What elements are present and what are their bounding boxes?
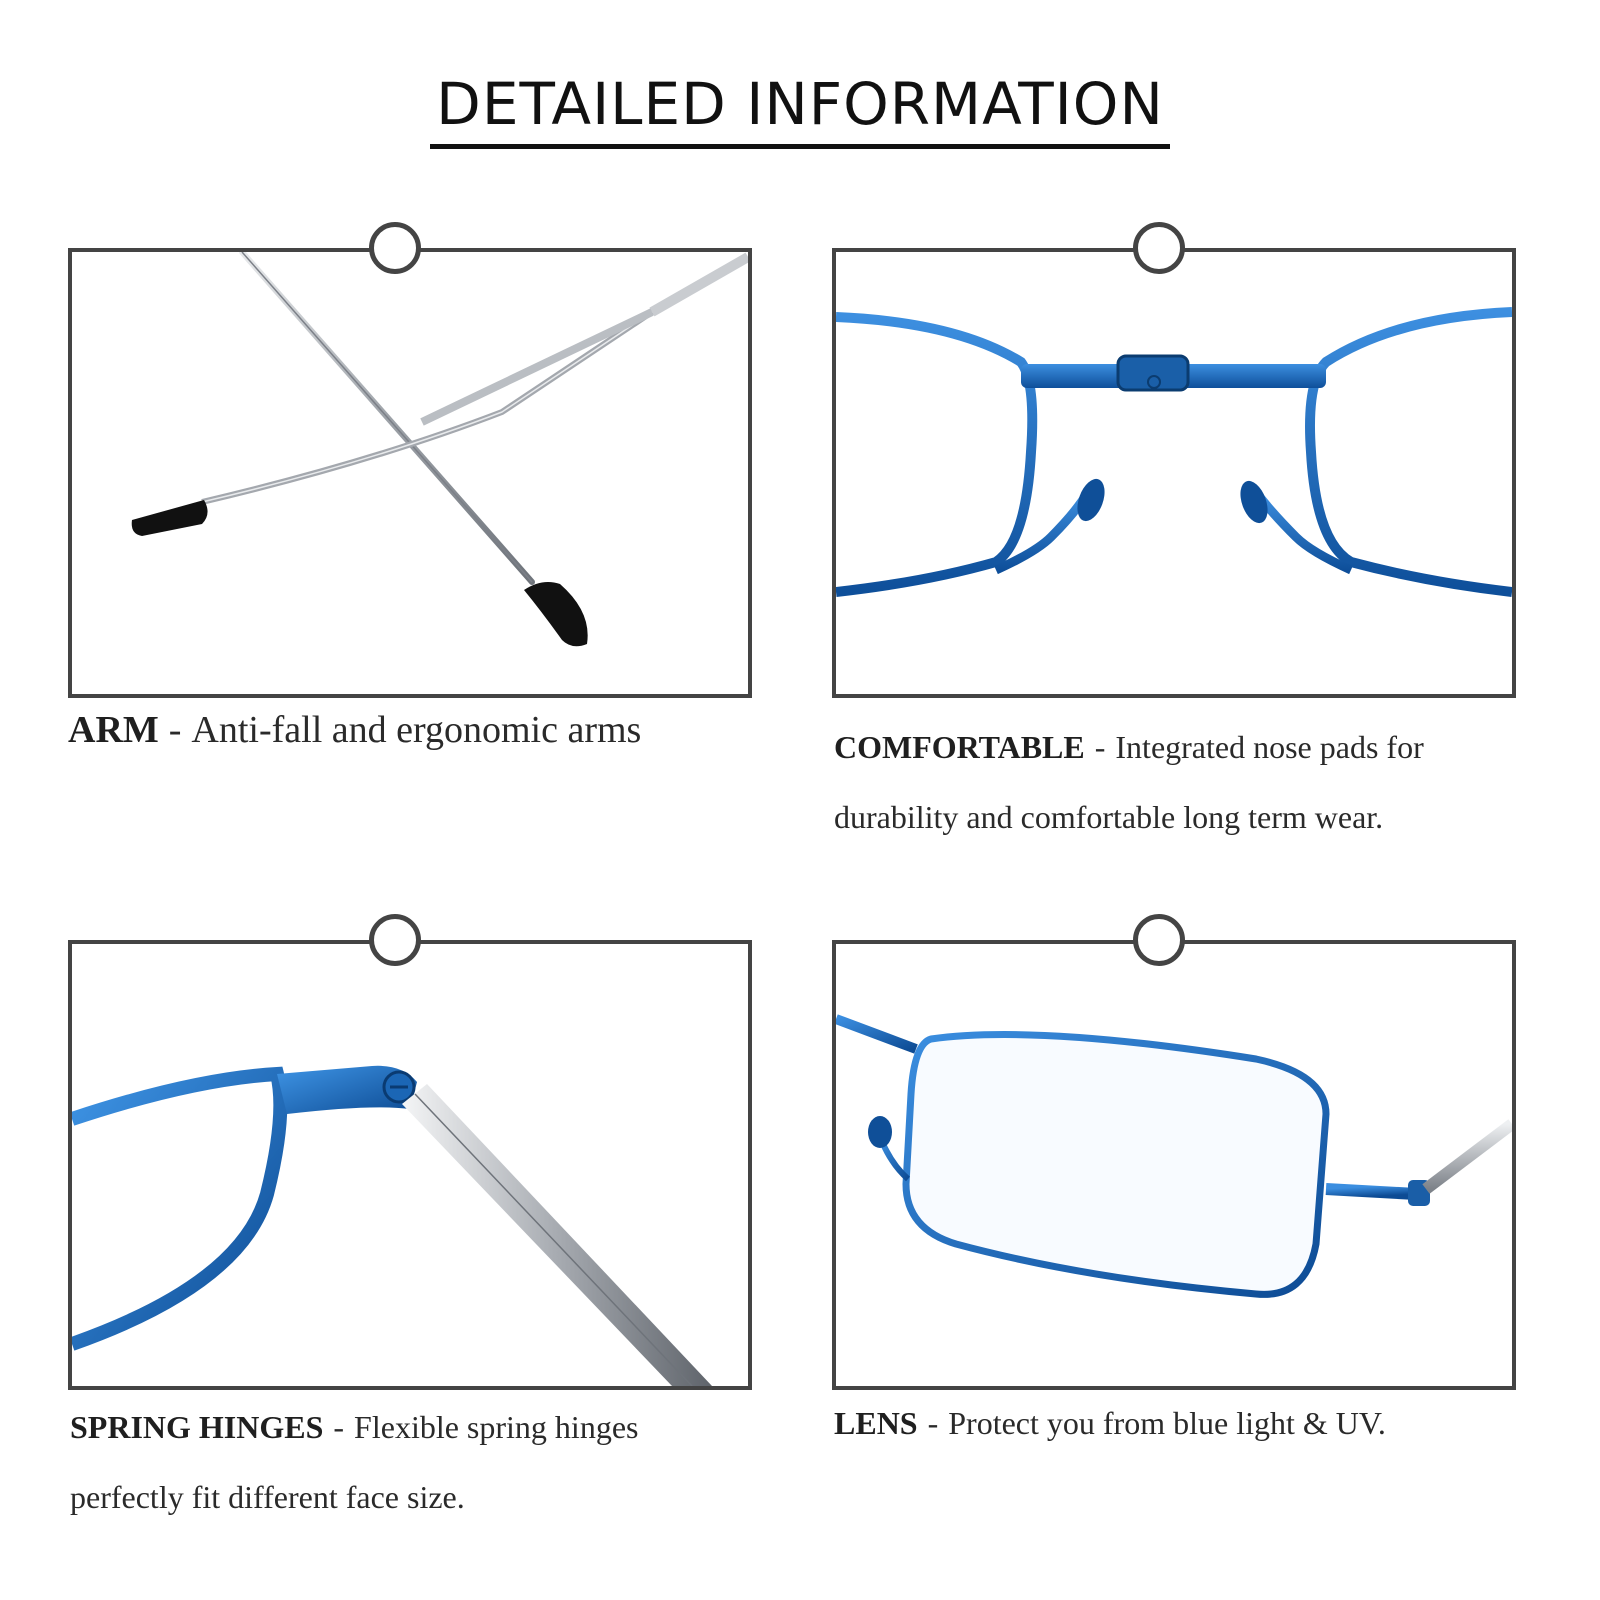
comfortable-caption: COMFORTABLE-Integrated nose pads for dur… [834, 712, 1424, 852]
spring-hinges-line-1: SPRING HINGES-Flexible spring hinges [70, 1392, 638, 1462]
lens-caption: LENS-Protect you from blue light & UV. [834, 1398, 1386, 1448]
arm-photo-panel [68, 248, 752, 698]
spring-hinges-line-2: perfectly fit different face size. [70, 1479, 465, 1515]
comfortable-line-1: COMFORTABLE-Integrated nose pads for [834, 712, 1424, 782]
arm-heading: ARM [68, 709, 159, 751]
page-title: DETAILED INFORMATION [430, 70, 1170, 149]
comfortable-text: Integrated nose pads for [1115, 729, 1424, 765]
page-title-wrap: DETAILED INFORMATION [0, 70, 1600, 149]
comfortable-line-2: durability and comfortable long term wea… [834, 799, 1384, 835]
arm-caption: ARM-Anti-fall and ergonomic arms [68, 708, 641, 752]
arm-separator: - [168, 709, 182, 751]
spring-hinges-ring-icon [369, 914, 421, 966]
comfortable-ring-icon [1133, 222, 1185, 274]
lens-text: Protect you from blue light & UV. [948, 1405, 1386, 1441]
arm-text: Anti-fall and ergonomic arms [191, 709, 642, 751]
lens-ring-icon [1133, 914, 1185, 966]
spring-hinges-heading: SPRING HINGES [70, 1409, 324, 1445]
comfortable-photo [836, 307, 1512, 597]
lens-separator: - [927, 1405, 939, 1441]
arm-photo [131, 252, 748, 647]
comfortable-heading: COMFORTABLE [834, 729, 1085, 765]
arm-ring-icon [369, 222, 421, 274]
lens-heading: LENS [834, 1405, 918, 1441]
spring-hinges-photo-panel [68, 940, 752, 1390]
comfortable-separator: - [1094, 729, 1106, 765]
comfortable-photo-panel [832, 248, 1516, 698]
lens-photo [836, 1014, 1512, 1298]
spring-hinges-separator: - [333, 1409, 345, 1445]
lens-photo-panel [832, 940, 1516, 1390]
spring-hinges-text: Flexible spring hinges [354, 1409, 639, 1445]
spring-hinges-photo [72, 1065, 712, 1386]
spring-hinges-caption: SPRING HINGES-Flexible spring hinges per… [70, 1392, 638, 1532]
